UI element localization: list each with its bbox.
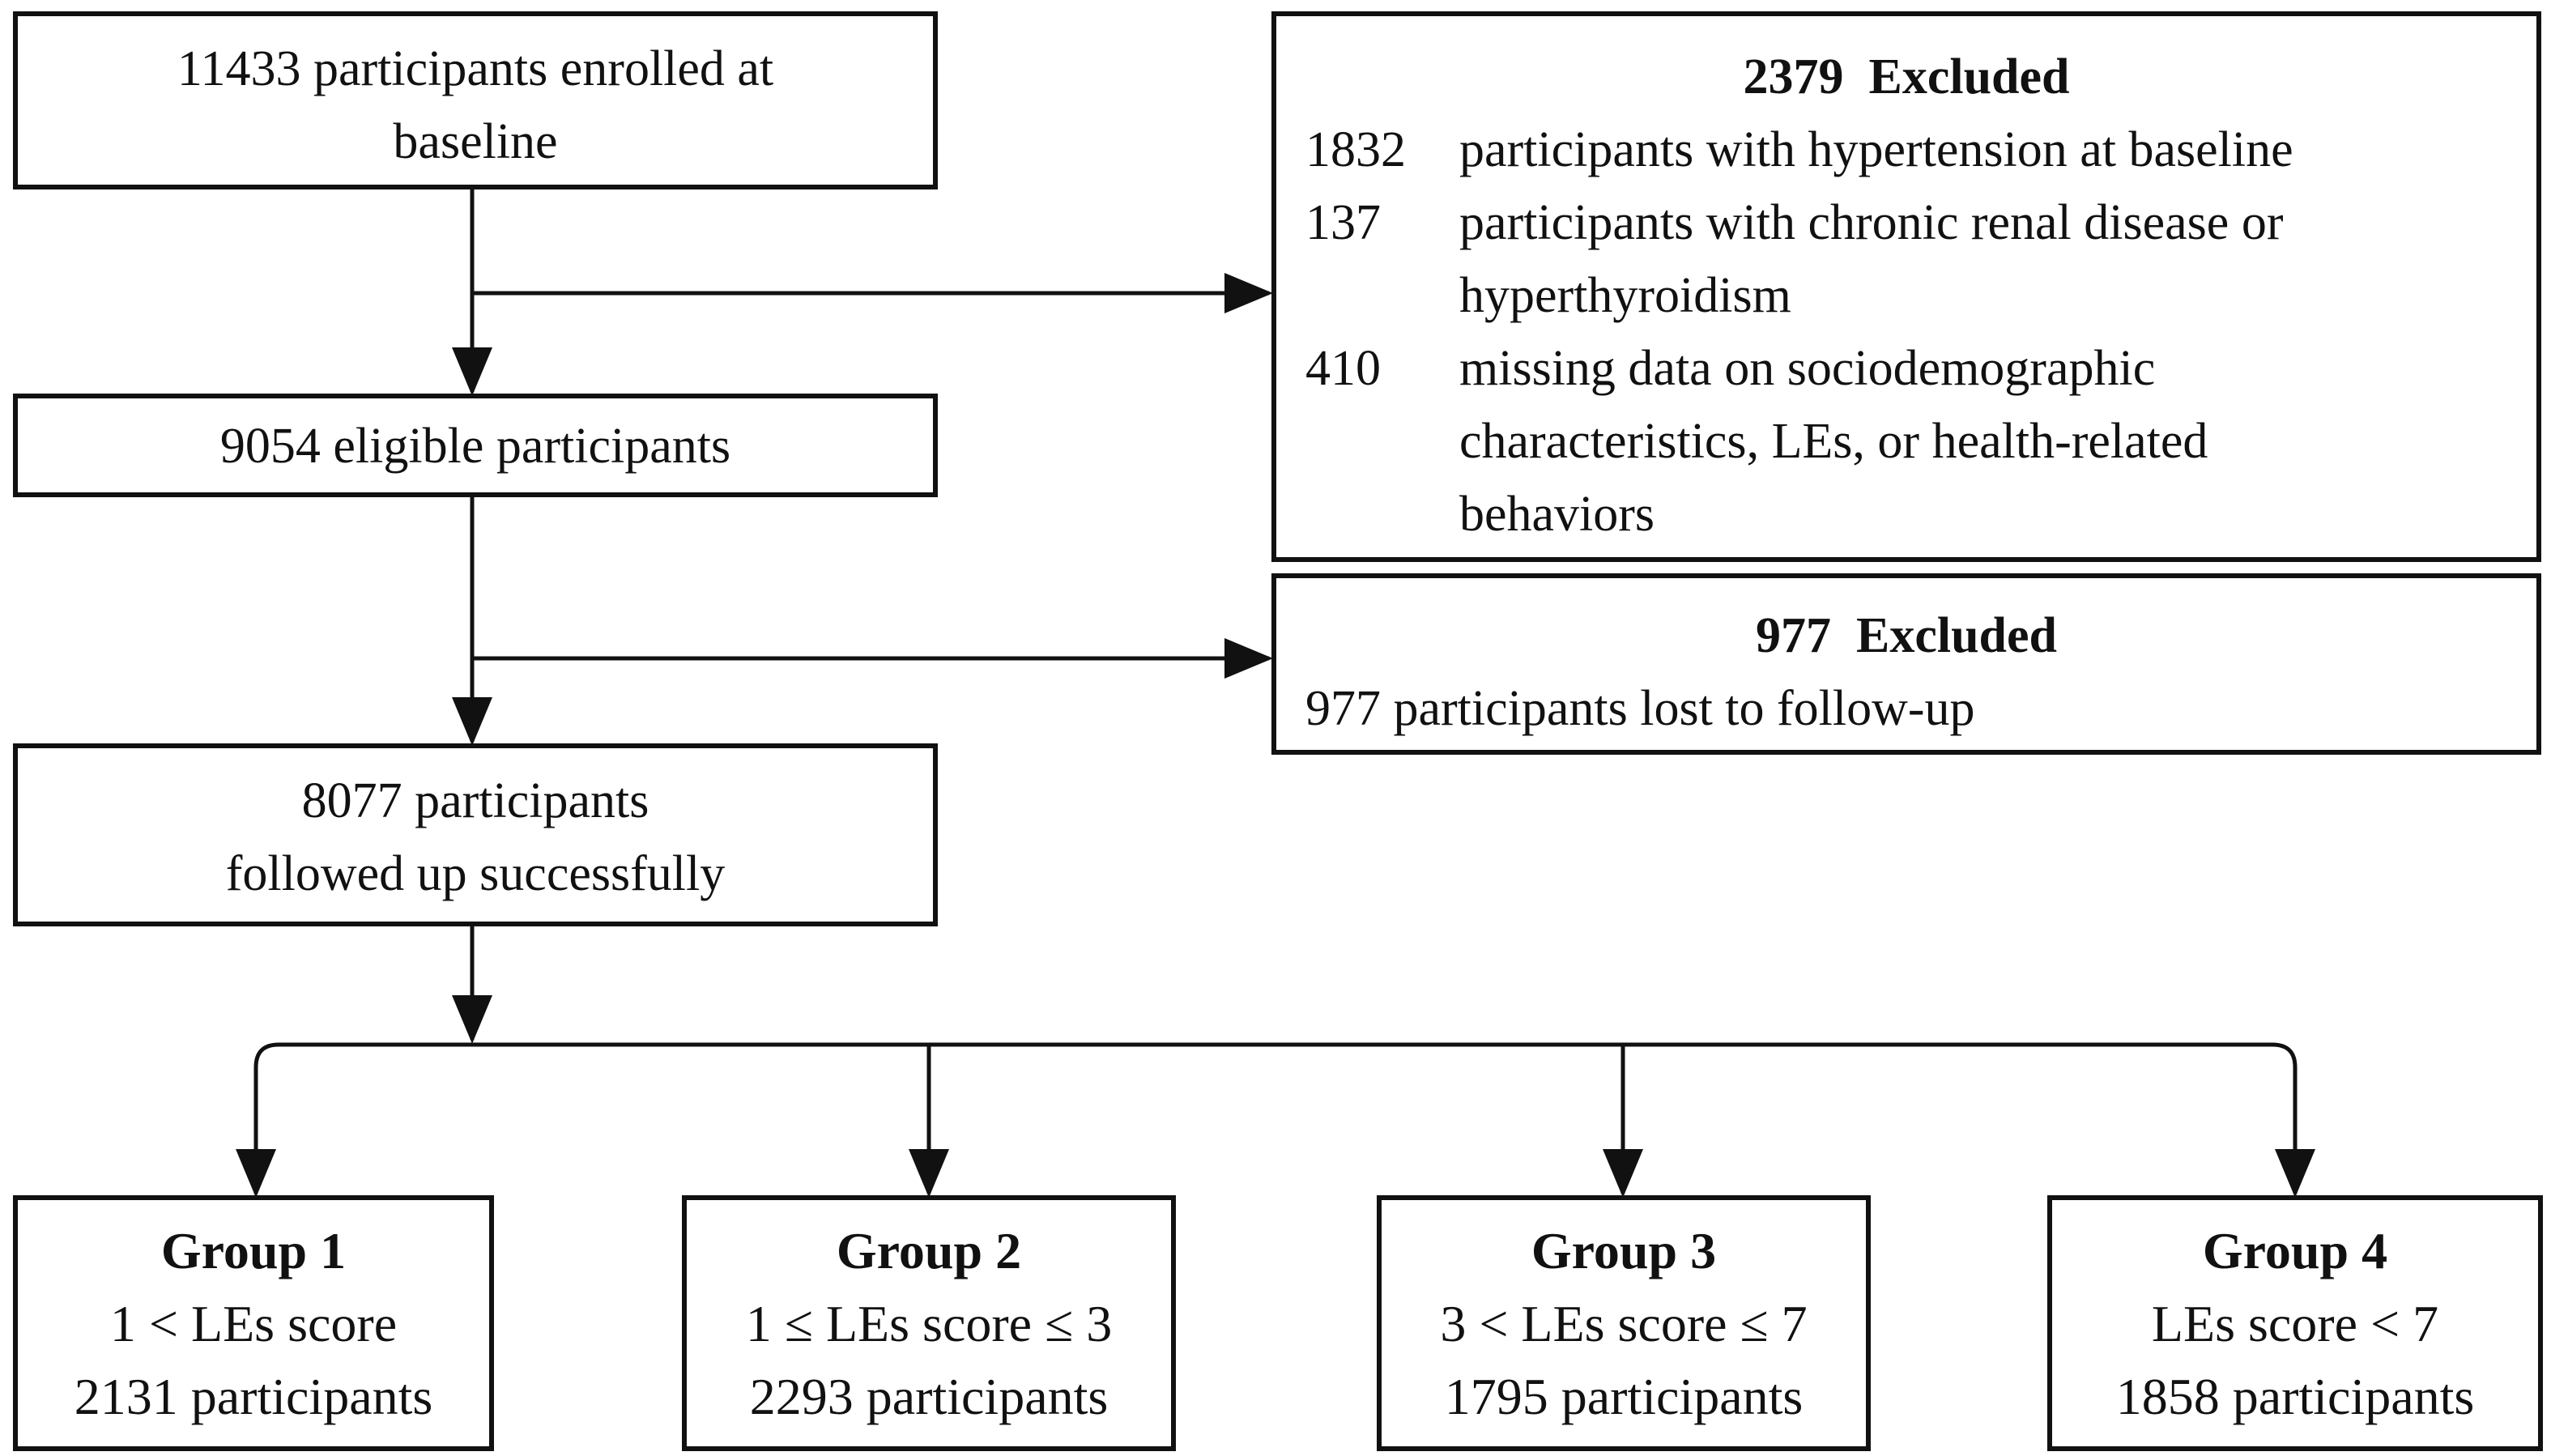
exclusion1-item-2-line-1: participants with chronic renal disease …: [1459, 195, 2284, 250]
exclusion1-item-1-line-1: participants with hypertension at baseli…: [1459, 122, 2293, 177]
group-3-count: 1795 participants: [1444, 1368, 1804, 1425]
group-2-box: Group 2 1 ≤ LEs score ≤ 3 2293 participa…: [682, 1195, 1176, 1451]
enrolled-text: 11433 participants enrolled at baseline: [177, 41, 774, 169]
group-1-criterion: 1 < LEs score: [109, 1295, 398, 1352]
exclusion1-item-2: 137 participants with chronic renal dise…: [1305, 186, 2507, 332]
group-3-title: Group 3: [1531, 1222, 1717, 1279]
exclusion1-box: 2379 Excluded 1832 participants with hyp…: [1271, 11, 2541, 562]
followed-line-1: 8077 participants: [301, 773, 649, 828]
exclusion1-item-3-line-1: missing data on sociodemographic: [1459, 341, 2156, 396]
group-1-count: 2131 participants: [74, 1368, 433, 1425]
group-4-box: Group 4 LEs score < 7 1858 participants: [2047, 1195, 2543, 1451]
group-2-criterion: 1 ≤ LEs score ≤ 3: [745, 1295, 1113, 1352]
group-4-count: 1858 participants: [2115, 1368, 2475, 1425]
followed-line-2: followed up successfully: [225, 846, 726, 901]
exclusion1-item-3: 410 missing data on sociodemographic cha…: [1305, 332, 2507, 551]
group-3-criterion: 3 < LEs score ≤ 7: [1440, 1295, 1808, 1352]
exclusion2-box: 977 Excluded 977 participants lost to fo…: [1271, 573, 2541, 755]
group-2-count: 2293 participants: [749, 1368, 1109, 1425]
enrolled-box: 11433 participants enrolled at baseline: [13, 11, 938, 189]
eligible-text: 9054 eligible participants: [219, 419, 731, 474]
exclusion1-item-3-line-2: characteristics, LEs, or health-related: [1459, 414, 2208, 469]
group-1-box: Group 1 1 < LEs score 2131 participants: [13, 1195, 494, 1451]
exclusion1-item-1-count: 1832: [1305, 122, 1406, 177]
group-2-title: Group 2: [836, 1222, 1022, 1279]
followed-box: 8077 participants followed up successful…: [13, 743, 938, 926]
group-4-criterion: LEs score < 7: [2151, 1295, 2439, 1352]
exclusion2-title: 977 Excluded: [1755, 608, 2058, 663]
exclusion2-line: 977 participants lost to follow-up: [1305, 681, 1975, 736]
exclusion1-title: 2379 Excluded: [1743, 49, 2070, 104]
group-1-title: Group 1: [160, 1222, 347, 1279]
exclusion1-item-2-line-2: hyperthyroidism: [1459, 268, 1791, 323]
exclusion1-item-3-line-3: behaviors: [1459, 487, 1655, 542]
split-bar: [253, 1042, 2315, 1198]
exclusion1-item-3-count: 410: [1305, 341, 1381, 396]
exclusion1-item-2-count: 137: [1305, 195, 1381, 250]
eligible-box: 9054 eligible participants: [13, 394, 938, 497]
group-4-title: Group 4: [2202, 1222, 2388, 1279]
group-3-box: Group 3 3 < LEs score ≤ 7 1795 participa…: [1377, 1195, 1871, 1451]
exclusion1-item-1: 1832 participants with hypertension at b…: [1305, 113, 2507, 186]
